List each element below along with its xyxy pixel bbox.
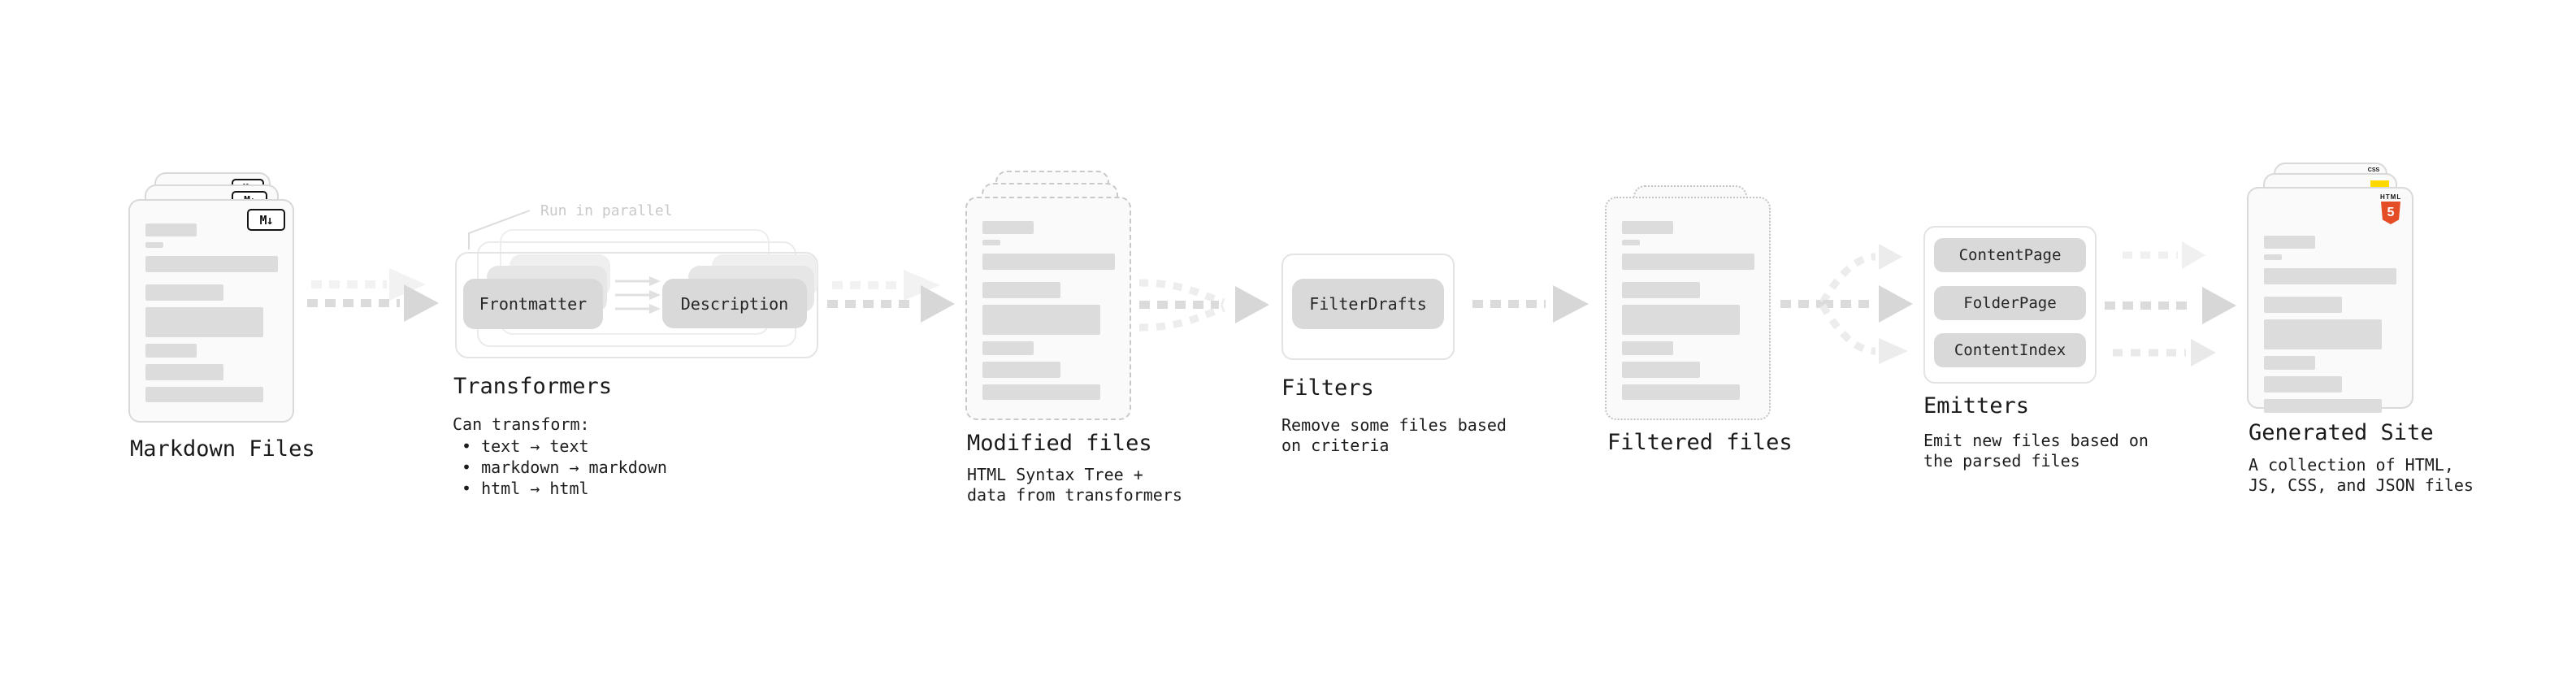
arrow-markdown-to-transformers xyxy=(307,268,439,322)
modified-file-front xyxy=(965,197,1131,420)
file-content-placeholder xyxy=(2264,236,2396,413)
filtered-file-front xyxy=(1605,197,1771,420)
markdown-icon: M↓ xyxy=(247,209,285,231)
transformers-description-heading: Can transform: xyxy=(453,414,590,434)
generated-site-title: Generated Site xyxy=(2249,420,2434,445)
arrow-emitters-to-generated xyxy=(2105,241,2236,367)
emitters-title: Emitters xyxy=(1923,393,2030,419)
transformers-title: Transformers xyxy=(453,374,613,399)
file-content-placeholder xyxy=(145,223,278,402)
filters-description: on criteria xyxy=(1281,436,1390,455)
contentpage-node: ContentPage xyxy=(1934,238,2086,272)
run-in-parallel-annotation: Run in parallel xyxy=(540,202,673,219)
transformers-bullet: • html → html xyxy=(462,479,589,498)
modified-files-title: Modified files xyxy=(967,431,1152,456)
modified-files-description: data from transformers xyxy=(967,485,1182,505)
arrow-modified-to-filters-merge xyxy=(1138,279,1269,332)
emitters-description: Emit new files based on xyxy=(1923,431,2149,450)
markdown-file-front: M↓ xyxy=(128,199,294,423)
arrow-filtered-to-emitters-fanout xyxy=(1780,244,1913,364)
generated-site-description: JS, CSS, and JSON files xyxy=(2249,475,2474,495)
file-content-placeholder xyxy=(1622,221,1754,400)
filtered-files-title: Filtered files xyxy=(1607,430,1793,455)
filters-title: Filters xyxy=(1281,375,1374,401)
generated-file-html: HTML 5 xyxy=(2247,187,2413,413)
modified-files-description: HTML Syntax Tree + xyxy=(967,465,1143,484)
frontmatter-node: Frontmatter xyxy=(463,279,603,329)
markdown-files-title: Markdown Files xyxy=(130,436,315,462)
emitters-description: the parsed files xyxy=(1923,451,2080,471)
html5-icon: HTML 5 xyxy=(2380,194,2401,224)
transformers-bullet: • text → text xyxy=(462,436,589,456)
file-content-placeholder xyxy=(982,221,1115,400)
arrow-filters-to-filtered xyxy=(1472,285,1589,323)
run-in-parallel-bracket xyxy=(468,210,531,249)
contentindex-node: ContentIndex xyxy=(1934,333,2086,367)
javascript-icon xyxy=(2370,180,2389,189)
transformers-bullet: • markdown → markdown xyxy=(462,458,667,477)
transformer-card-front xyxy=(455,252,818,358)
folderpage-node: FolderPage xyxy=(1934,286,2086,320)
generated-site-description: A collection of HTML, xyxy=(2249,455,2454,475)
arrow-transformers-to-modified xyxy=(827,270,955,323)
filterdrafts-node: FilterDrafts xyxy=(1292,279,1444,329)
description-node: Description xyxy=(662,279,807,328)
transformer-step-arrows xyxy=(615,276,661,314)
filters-description: Remove some files based xyxy=(1281,415,1507,435)
